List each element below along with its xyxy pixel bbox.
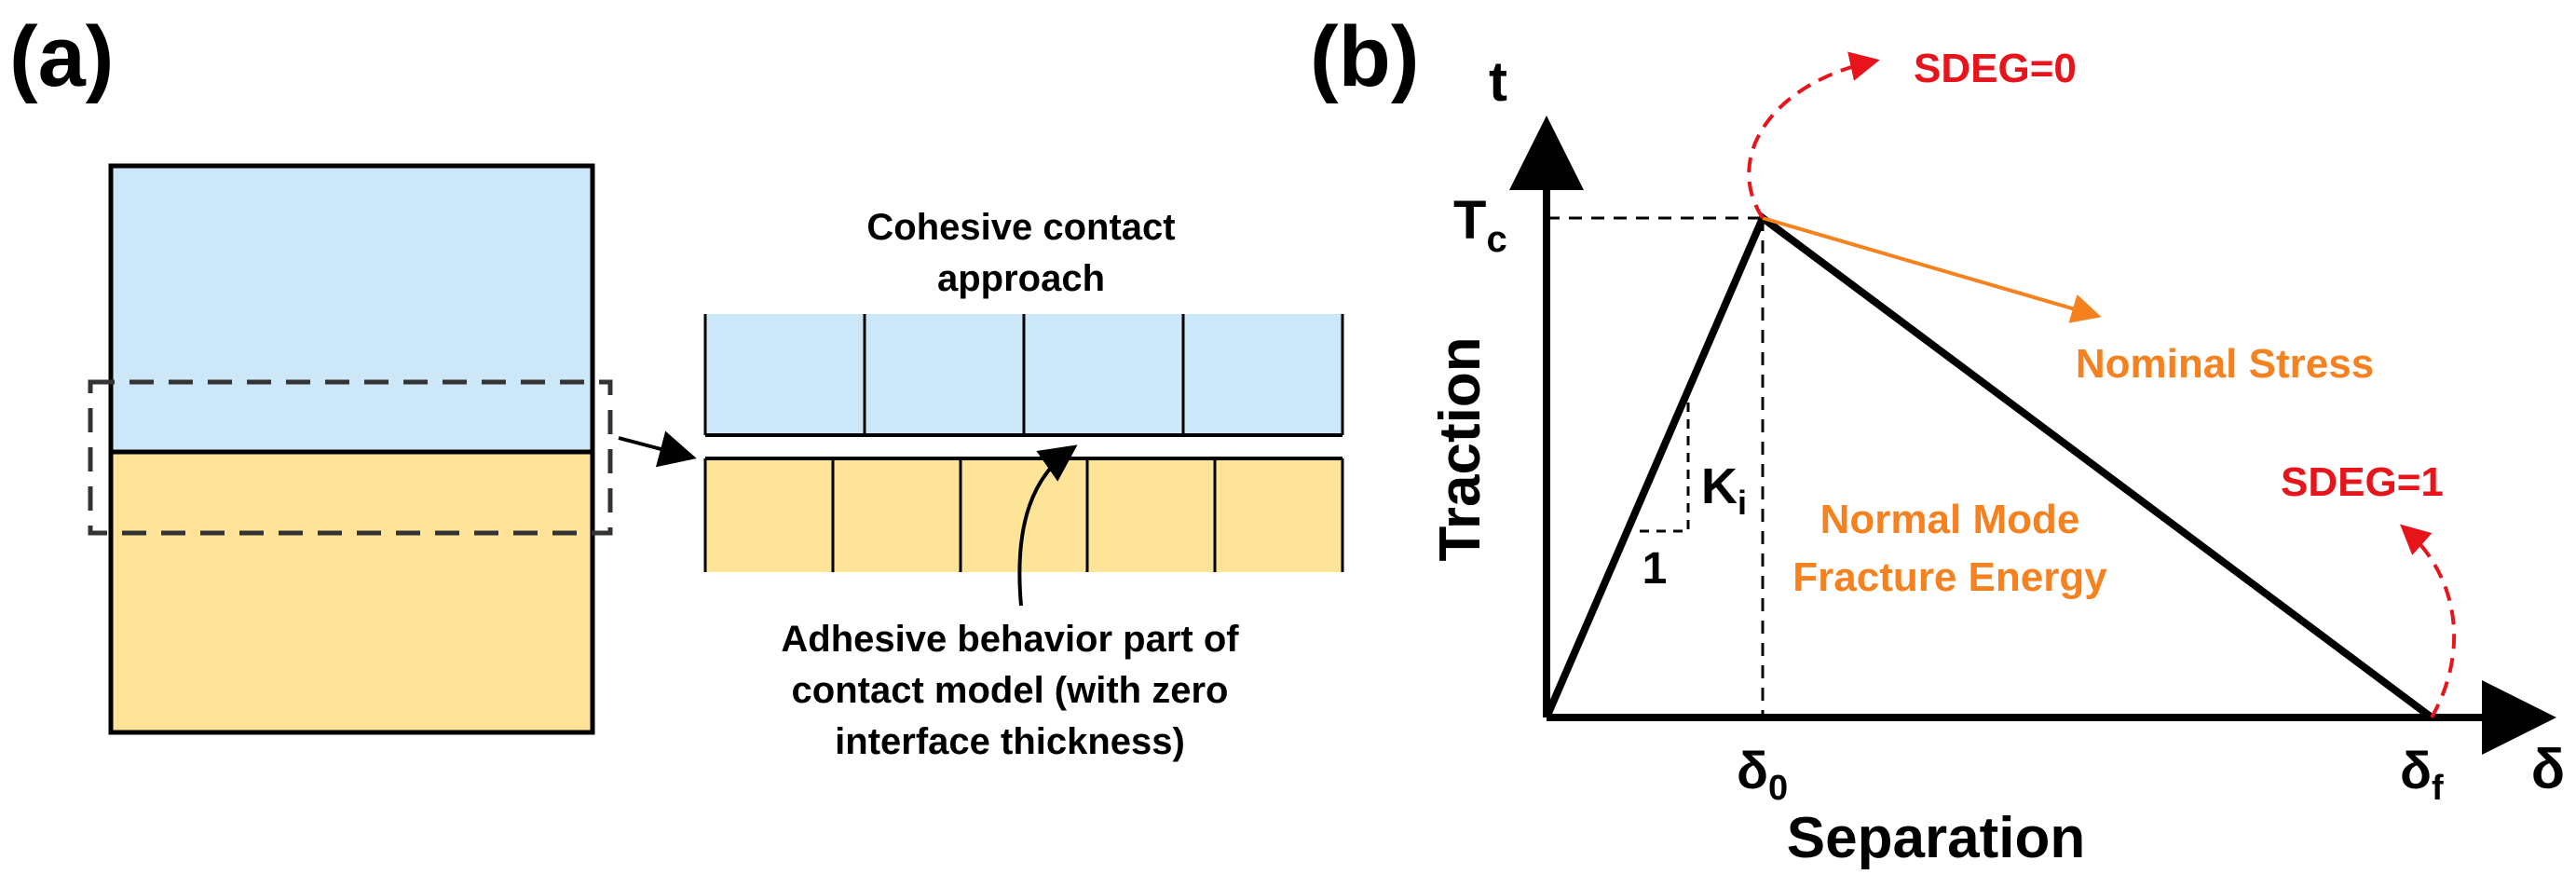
sdeg1-arrow xyxy=(2400,524,2457,718)
panel-a: (a) Cohesive contact approach xyxy=(9,9,1344,762)
y-axis-symbol: t xyxy=(1489,50,1507,113)
nominal-stress-arrow xyxy=(1762,216,2102,323)
upper-layer-block xyxy=(111,166,593,452)
ki-label: Ki xyxy=(1701,458,1747,522)
x-axis-symbol: δ xyxy=(2531,738,2565,800)
sdeg0-label: SDEG=0 xyxy=(1914,46,2077,91)
deltaf-label: δf xyxy=(2400,741,2444,808)
fracture-energy-line1: Normal Mode xyxy=(1820,497,2080,542)
delta0-label: δ0 xyxy=(1737,741,1788,808)
bottom-element-row xyxy=(703,457,1344,572)
panel-a-label: (a) xyxy=(9,9,114,104)
x-axis-label: Separation xyxy=(1787,806,2085,870)
zoom-arrow xyxy=(618,430,697,468)
sdeg0-arrow xyxy=(1747,51,1880,220)
block-outline xyxy=(108,163,595,735)
fracture-energy-line2: Fracture Energy xyxy=(1792,554,2107,600)
lower-layer-block xyxy=(111,452,593,732)
cohesive-title-line2: approach xyxy=(937,258,1105,299)
cohesive-title-line1: Cohesive contact xyxy=(866,207,1175,248)
panel-b-label: (b) xyxy=(1310,9,1419,104)
panel-b: (b) t δ Traction Separation 1 Ki Tc δ0 δ… xyxy=(1310,9,2565,870)
sdeg1-label: SDEG=1 xyxy=(2281,459,2444,505)
nominal-stress-label: Nominal Stress xyxy=(2076,341,2374,387)
y-axis-label: Traction xyxy=(1428,336,1492,561)
slope-triangle xyxy=(1640,396,1690,533)
adhesive-caption-line1: Adhesive behavior part of xyxy=(781,619,1239,660)
zoom-region-box xyxy=(88,379,613,536)
adhesive-caption-line2: contact model (with zero xyxy=(792,670,1229,711)
tc-label: Tc xyxy=(1453,190,1507,260)
slope-one-label: 1 xyxy=(1642,544,1668,594)
interface-pointer-arrow xyxy=(1017,444,1078,607)
adhesive-caption-line3: interface thickness) xyxy=(835,721,1185,762)
top-element-row xyxy=(703,314,1344,437)
